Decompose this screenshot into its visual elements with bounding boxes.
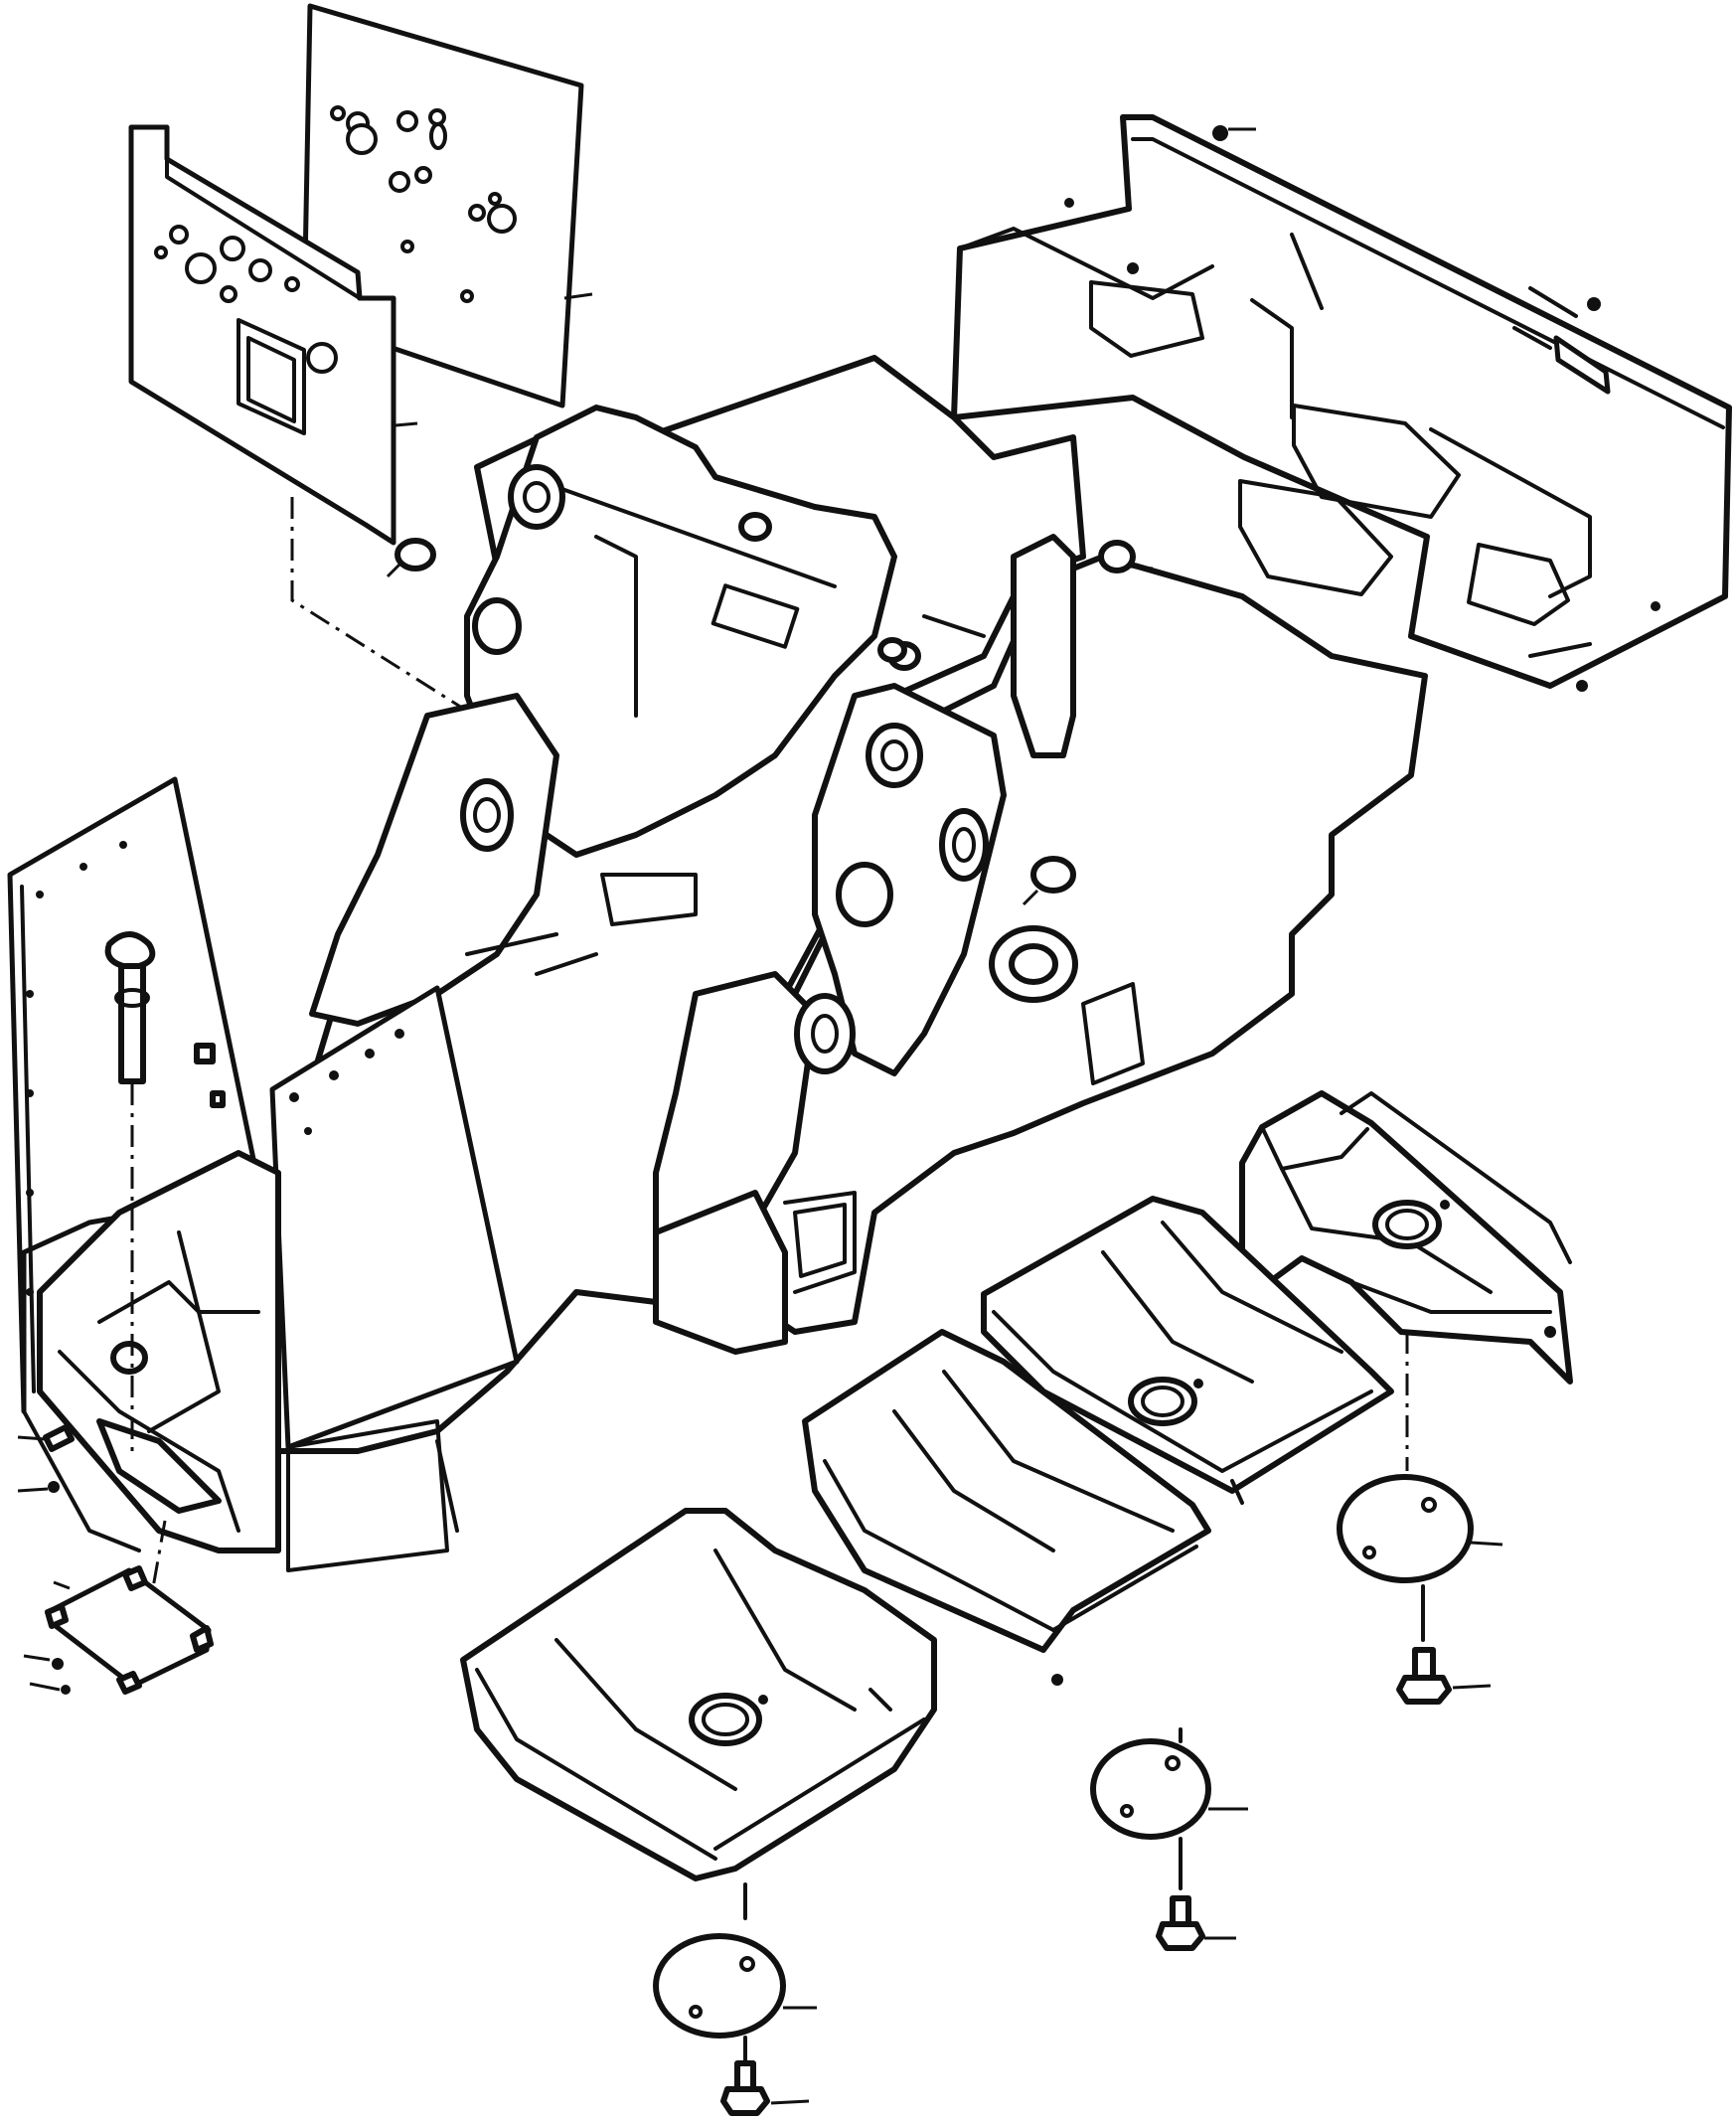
pivot-pin — [104, 931, 226, 1451]
guard-plate-4 — [460, 1508, 937, 1881]
front-bulkhead-panel — [269, 985, 520, 1450]
guard-plate-1 — [1239, 1090, 1573, 1471]
access-cover — [23, 1520, 214, 1695]
guard-plate-3 — [802, 1329, 1211, 1686]
explode-line-plate — [290, 497, 687, 831]
main-frame — [236, 114, 1732, 1454]
frame-front-nose — [37, 1150, 459, 1572]
front-bolts — [17, 1424, 75, 1493]
round-cover-1 — [1337, 1474, 1503, 1705]
plug-fitting — [386, 538, 436, 578]
round-cover-2 — [1090, 1727, 1248, 1951]
valve-mount-plate — [128, 124, 418, 546]
guard-plate-2 — [981, 1196, 1394, 1505]
round-cover-3 — [653, 1882, 817, 2116]
left-side-panel — [7, 776, 263, 1552]
